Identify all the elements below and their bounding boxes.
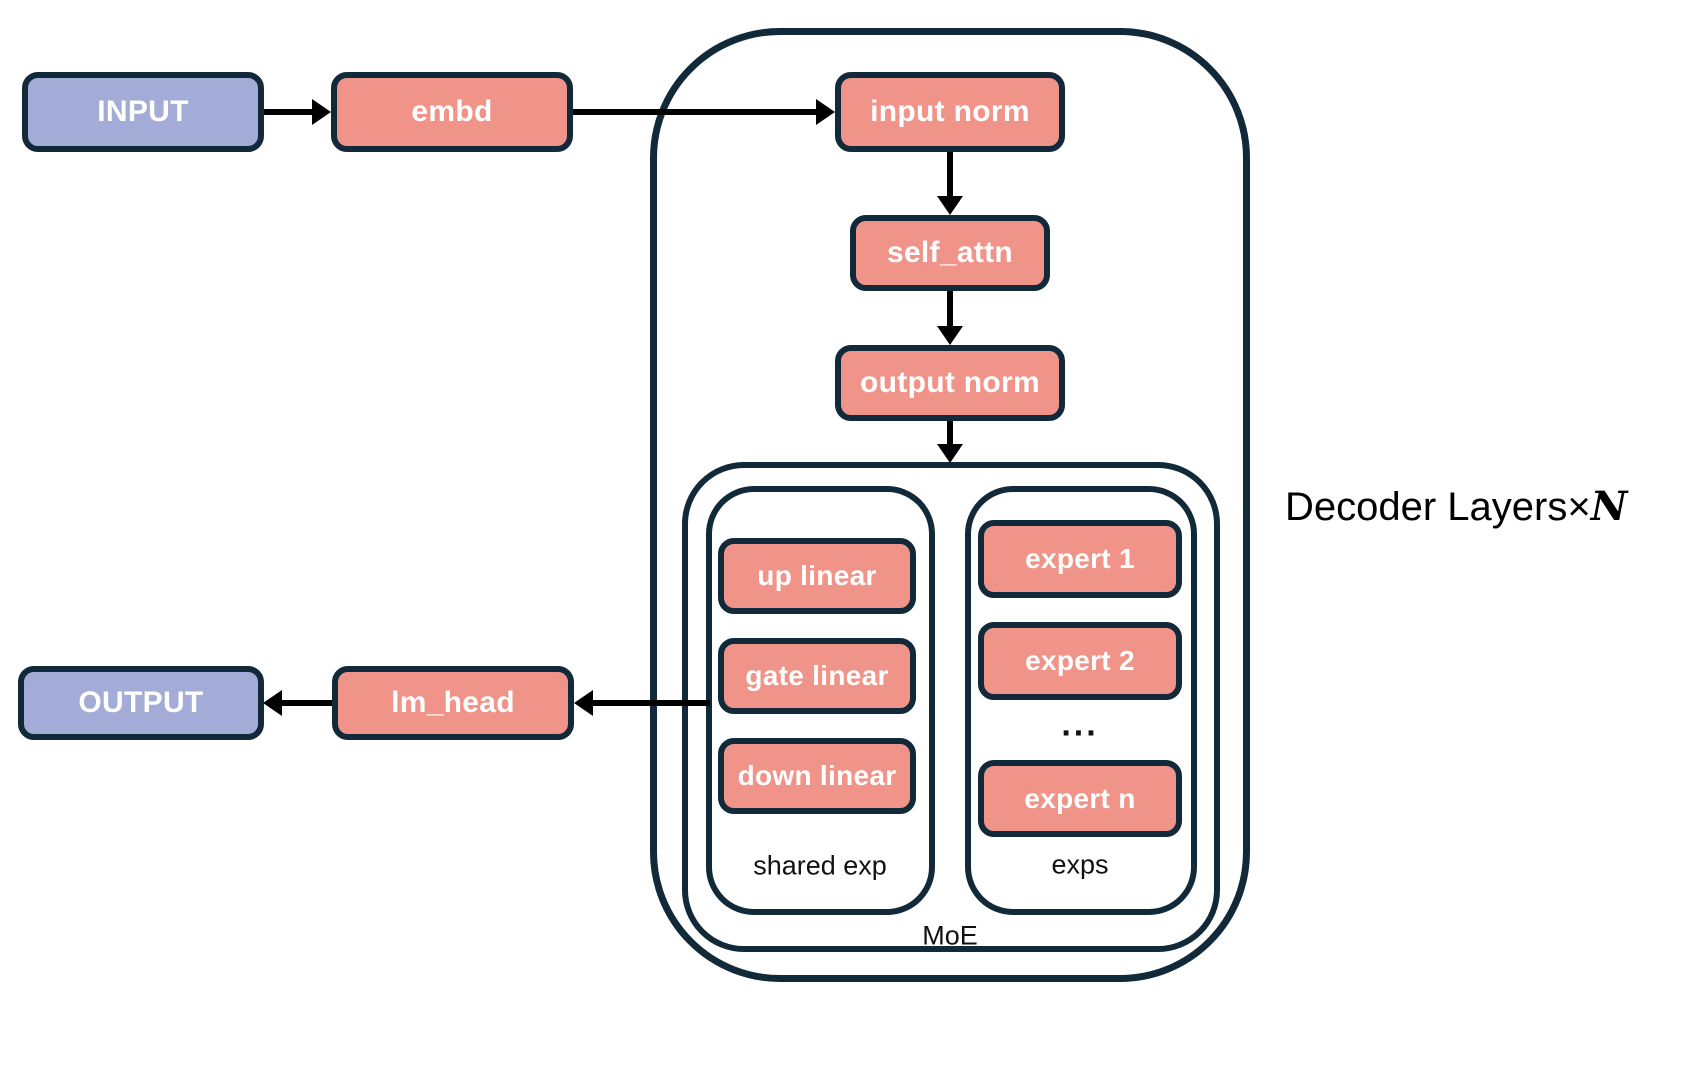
up-linear-node: up linear xyxy=(718,538,916,614)
arrowhead-lmhead-output xyxy=(263,690,282,716)
down-linear-node: down linear xyxy=(718,738,916,814)
moe-label: MoE xyxy=(922,920,978,951)
expert-n-node: expert n xyxy=(978,760,1182,837)
arrow-inputnorm-selfattn xyxy=(947,152,953,198)
decoder-layers-label: Decoder Layers×N xyxy=(1285,483,1627,531)
decoder-layers-n: N xyxy=(1590,483,1628,530)
arrow-lmhead-output xyxy=(281,700,332,706)
arrow-selfattn-outputnorm xyxy=(947,291,953,328)
input-node: INPUT xyxy=(22,72,264,152)
arrow-embd-inputnorm xyxy=(573,109,818,115)
exps-label: exps xyxy=(1051,849,1109,880)
expert-1-node: expert 1 xyxy=(978,520,1182,598)
decoder-layers-text: Decoder Layers× xyxy=(1285,485,1591,529)
arrow-input-embd xyxy=(264,109,314,115)
arrowhead-selfattn-outputnorm xyxy=(937,326,963,345)
input-norm-node: input norm xyxy=(835,72,1065,152)
gate-linear-node: gate linear xyxy=(718,638,916,714)
self-attn-node: self_attn xyxy=(850,215,1050,291)
arrowhead-inputnorm-selfattn xyxy=(937,196,963,215)
output-node: OUTPUT xyxy=(18,666,264,740)
arrowhead-outputnorm-moe xyxy=(937,444,963,463)
arrow-moe-lmhead xyxy=(592,700,710,706)
arrowhead-moe-lmhead xyxy=(574,690,593,716)
arrow-outputnorm-moe xyxy=(947,421,953,446)
shared-exp-label: shared exp xyxy=(753,850,887,881)
arrowhead-input-embd xyxy=(312,99,331,125)
expert-2-node: expert 2 xyxy=(978,622,1182,700)
lm-head-node: lm_head xyxy=(332,666,574,740)
embd-node: embd xyxy=(331,72,573,152)
arrowhead-embd-inputnorm xyxy=(816,99,835,125)
output-norm-node: output norm xyxy=(835,345,1065,421)
experts-ellipsis: ... xyxy=(1061,705,1099,744)
